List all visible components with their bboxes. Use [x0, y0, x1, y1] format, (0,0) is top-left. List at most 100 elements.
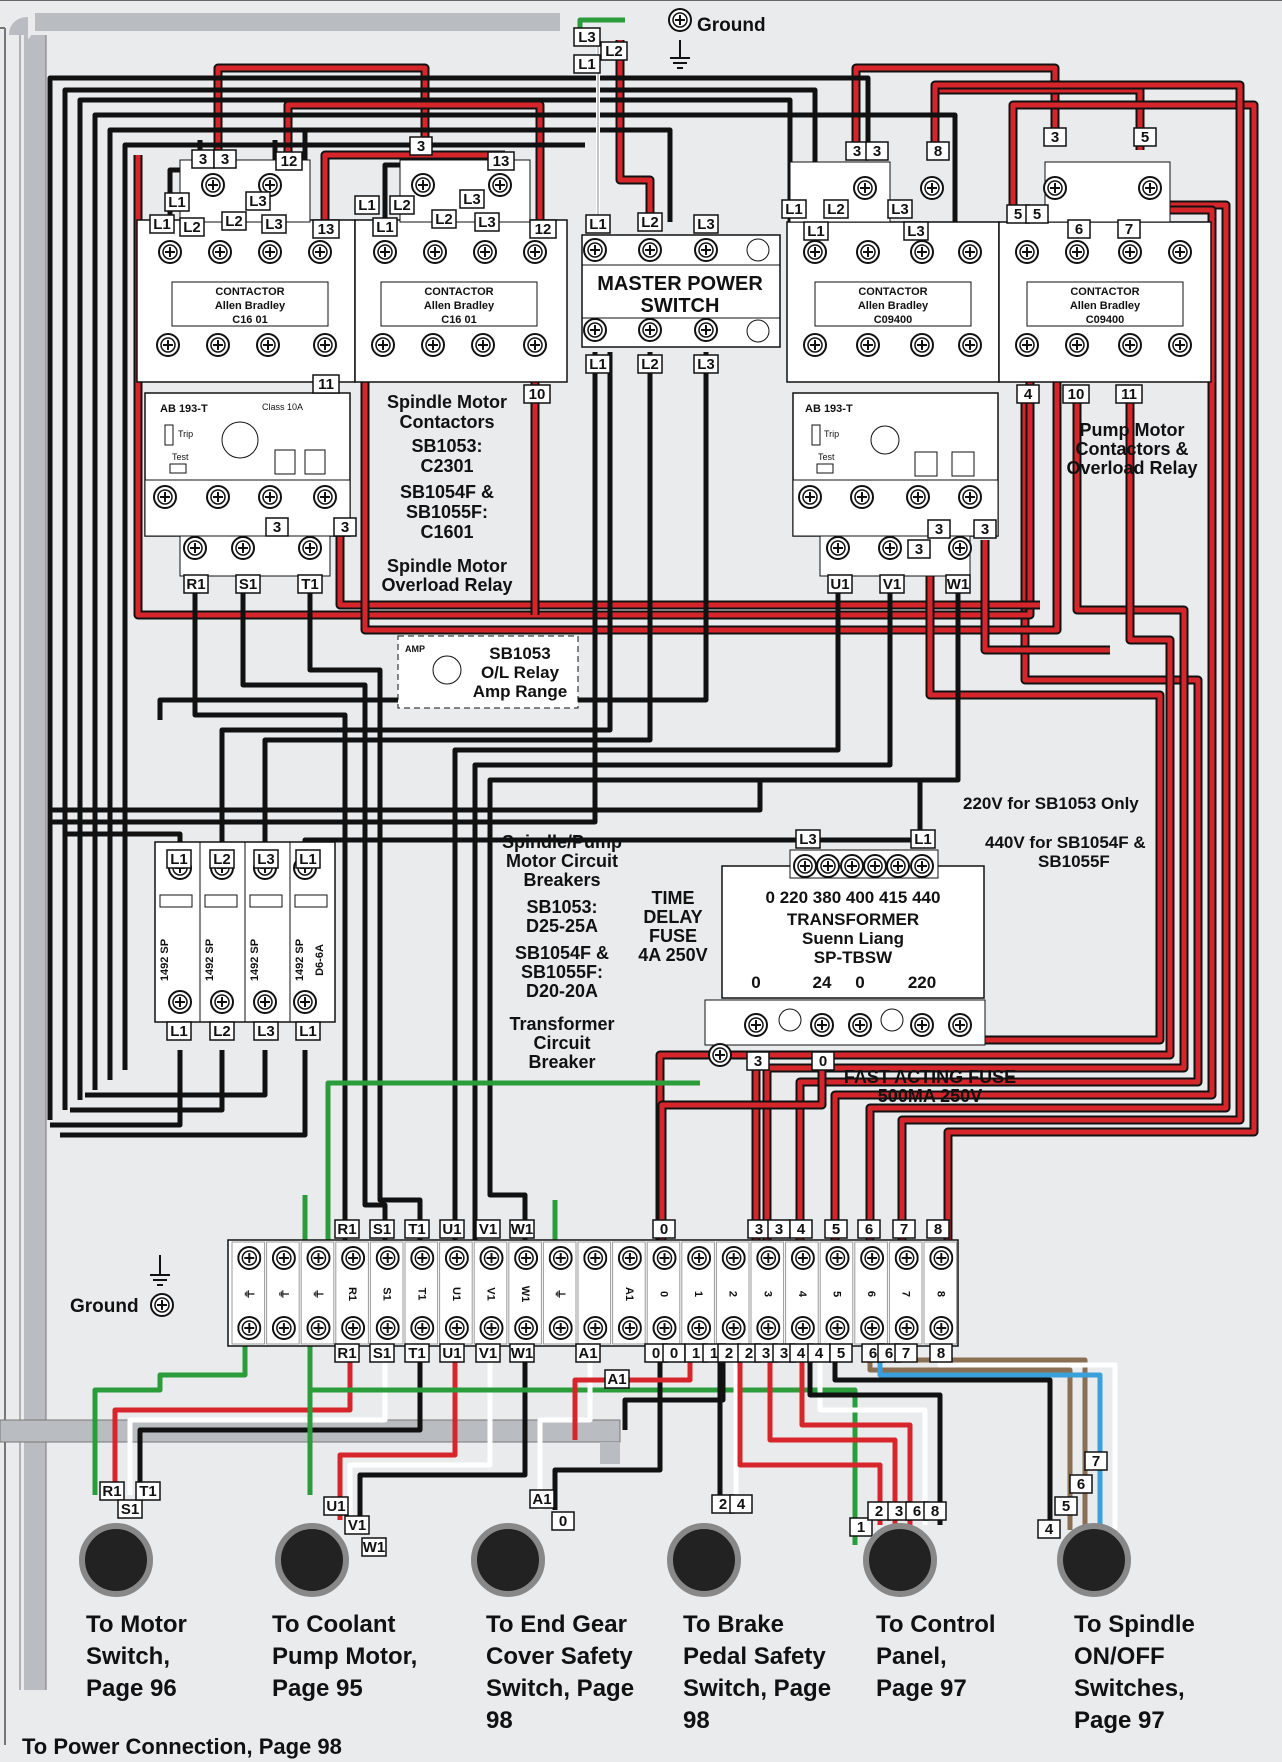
terminal-screw-bottom[interactable] [514, 1316, 539, 1340]
terminal-screw[interactable] [910, 1013, 934, 1037]
terminal-screw-top[interactable] [410, 1246, 435, 1270]
terminal-screw-bottom[interactable] [652, 1316, 677, 1340]
terminal-screw-bottom[interactable] [271, 1316, 296, 1340]
terminal-screw-bottom[interactable] [860, 1316, 885, 1340]
terminal-screw-bottom[interactable] [306, 1316, 331, 1340]
terminal-screw[interactable] [906, 485, 930, 509]
terminal-screw[interactable] [411, 173, 435, 197]
terminal-screw-bottom[interactable] [825, 1316, 850, 1340]
terminal-screw-bottom[interactable] [548, 1316, 573, 1340]
terminal-screw-top[interactable] [583, 1246, 608, 1270]
terminal-screw[interactable] [848, 1013, 872, 1037]
terminal-screw[interactable] [810, 1013, 834, 1037]
terminal-screw[interactable] [1168, 333, 1192, 357]
terminal-screw[interactable] [910, 240, 934, 264]
terminal-screw-top[interactable] [271, 1246, 296, 1270]
terminal-screw[interactable] [583, 318, 607, 342]
terminal-screw[interactable] [156, 333, 180, 357]
terminal-screw-bottom[interactable] [341, 1316, 366, 1340]
terminal-screw[interactable] [856, 240, 880, 264]
terminal-screw-bottom[interactable] [929, 1316, 954, 1340]
terminal-screw[interactable] [694, 318, 718, 342]
terminal-screw[interactable] [206, 333, 230, 357]
terminal-screw[interactable] [803, 333, 827, 357]
terminal-screw[interactable] [910, 854, 934, 878]
terminal-screw[interactable] [668, 8, 692, 32]
terminal-screw-top[interactable] [514, 1246, 539, 1270]
terminal-screw-bottom[interactable] [721, 1316, 746, 1340]
terminal-screw-top[interactable] [825, 1246, 850, 1270]
terminal-screw-bottom[interactable] [583, 1316, 608, 1340]
terminal-screw[interactable] [153, 485, 177, 509]
terminal-screw[interactable] [313, 333, 337, 357]
terminal-screw[interactable] [373, 240, 397, 264]
terminal-screw[interactable] [878, 536, 902, 560]
terminal-screw[interactable] [638, 318, 662, 342]
terminal-screw[interactable] [1118, 333, 1142, 357]
terminal-screw-top[interactable] [652, 1246, 677, 1270]
terminal-screw-bottom[interactable] [617, 1316, 642, 1340]
terminal-screw[interactable] [210, 990, 234, 1014]
terminal-screw-bottom[interactable] [237, 1316, 262, 1340]
terminal-screw[interactable] [910, 333, 934, 357]
terminal-screw[interactable] [816, 854, 840, 878]
terminal-screw-bottom[interactable] [687, 1316, 712, 1340]
terminal-screw-top[interactable] [687, 1246, 712, 1270]
terminal-screw[interactable] [853, 176, 877, 200]
terminal-screw-bottom[interactable] [444, 1316, 469, 1340]
terminal-screw-bottom[interactable] [790, 1316, 815, 1340]
terminal-screw-top[interactable] [444, 1246, 469, 1270]
terminal-screw[interactable] [1168, 240, 1192, 264]
terminal-screw[interactable] [471, 333, 495, 357]
terminal-screw[interactable] [158, 240, 182, 264]
terminal-screw-top[interactable] [341, 1246, 366, 1270]
terminal-screw-top[interactable] [860, 1246, 885, 1270]
terminal-screw-top[interactable] [375, 1246, 400, 1270]
terminal-screw[interactable] [1043, 176, 1067, 200]
terminal-screw[interactable] [638, 238, 662, 262]
terminal-screw[interactable] [258, 240, 282, 264]
terminal-screw[interactable] [793, 854, 817, 878]
terminal-screw-top[interactable] [929, 1246, 954, 1270]
terminal-screw-top[interactable] [756, 1246, 781, 1270]
terminal-screw[interactable] [850, 485, 874, 509]
terminal-screw[interactable] [488, 173, 512, 197]
terminal-screw[interactable] [583, 238, 607, 262]
terminal-screw[interactable] [423, 240, 447, 264]
terminal-screw[interactable] [1015, 240, 1039, 264]
terminal-screw[interactable] [298, 536, 322, 560]
terminal-screw-top[interactable] [894, 1246, 919, 1270]
terminal-screw-bottom[interactable] [756, 1316, 781, 1340]
terminal-screw[interactable] [948, 1013, 972, 1037]
terminal-screw[interactable] [856, 333, 880, 357]
terminal-screw-bottom[interactable] [479, 1316, 504, 1340]
terminal-screw[interactable] [826, 536, 850, 560]
terminal-screw[interactable] [313, 485, 337, 509]
terminal-screw[interactable] [1015, 333, 1039, 357]
terminal-screw[interactable] [958, 333, 982, 357]
terminal-screw[interactable] [168, 990, 192, 1014]
terminal-screw[interactable] [798, 485, 822, 509]
terminal-screw[interactable] [1138, 176, 1162, 200]
terminal-screw[interactable] [708, 1043, 732, 1067]
terminal-screw[interactable] [201, 173, 225, 197]
terminal-screw-top[interactable] [790, 1246, 815, 1270]
master-power-switch[interactable]: MASTER POWER SWITCH [581, 234, 781, 348]
terminal-screw[interactable] [523, 240, 547, 264]
terminal-screw[interactable] [183, 536, 207, 560]
terminal-screw[interactable] [231, 536, 255, 560]
terminal-screw-bottom[interactable] [894, 1316, 919, 1340]
terminal-screw[interactable] [206, 485, 230, 509]
terminal-screw[interactable] [256, 333, 280, 357]
terminal-screw[interactable] [253, 990, 277, 1014]
terminal-screw[interactable] [958, 485, 982, 509]
terminal-screw[interactable] [308, 240, 332, 264]
terminal-screw-bottom[interactable] [375, 1316, 400, 1340]
terminal-screw-top[interactable] [479, 1246, 504, 1270]
terminal-screw[interactable] [208, 240, 232, 264]
terminal-screw[interactable] [1065, 333, 1089, 357]
terminal-screw[interactable] [803, 240, 827, 264]
terminal-screw-top[interactable] [237, 1246, 262, 1270]
terminal-screw[interactable] [840, 854, 864, 878]
terminal-screw-top[interactable] [721, 1246, 746, 1270]
